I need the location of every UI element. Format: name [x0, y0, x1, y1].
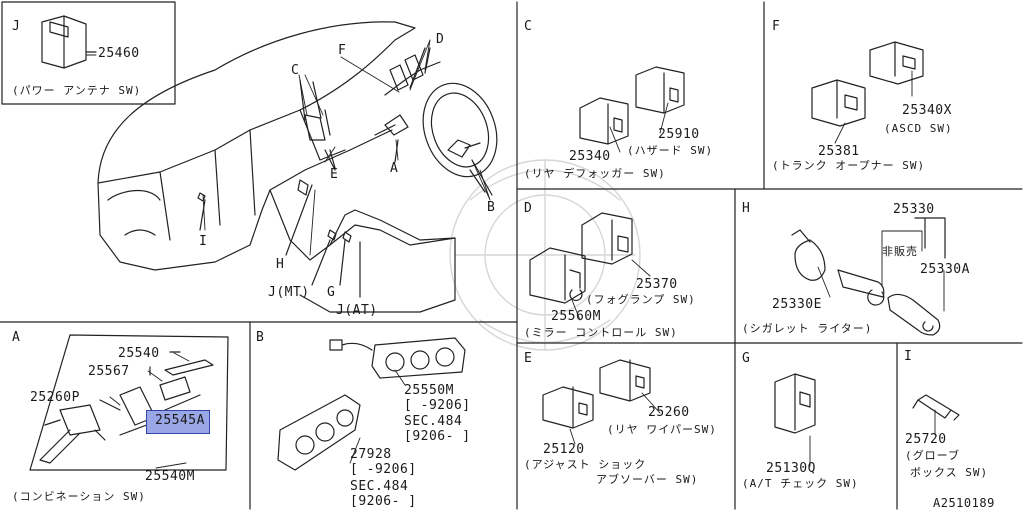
fog-mirror-switch-drawing — [529, 212, 633, 304]
part-number-25545a: 25545A — [155, 413, 205, 428]
part-number-25910: 25910 — [658, 127, 700, 142]
desc-glove-box-1: (グローブ — [905, 449, 960, 462]
part-number-25330a: 25330A — [920, 262, 970, 277]
part-number-25567: 25567 — [88, 364, 130, 379]
part-number-25540m: 25540M — [145, 469, 195, 484]
dash-label-d: D — [436, 32, 445, 47]
desc-combination-sw: (コンビネーション SW) — [12, 490, 146, 503]
dash-label-h: H — [276, 257, 285, 272]
part-number-25330e: 25330E — [772, 297, 822, 312]
sec-484-first: SEC.484 — [404, 414, 463, 429]
dash-label-b: B — [487, 200, 496, 215]
sec-484-second: SEC.484 — [350, 479, 409, 494]
section-letter-i: I — [904, 349, 913, 364]
range-25550m-after: [9206- ] — [404, 429, 471, 444]
heater-control-drawing — [277, 337, 466, 471]
hazard-defogger-switch-drawing — [579, 66, 685, 145]
wiper-shock-switch-drawing — [542, 359, 651, 429]
desc-adjust-shock-1: (アジャスト ショック — [524, 458, 647, 471]
desc-trunk-opener-sw: (トランク オープナー SW) — [772, 159, 926, 172]
dash-label-f: F — [338, 43, 347, 58]
desc-rear-defogger-sw: (リヤ デフォッガー SW) — [524, 167, 666, 180]
leader-lines — [85, 39, 945, 469]
part-number-25720: 25720 — [905, 432, 947, 447]
part-number-25260p: 25260P — [30, 390, 80, 405]
desc-ascd-sw: (ASCD SW) — [884, 122, 953, 135]
part-number-25550m: 25550M — [404, 383, 454, 398]
part-number-25370: 25370 — [636, 277, 678, 292]
diagram-code: A2510189 — [933, 496, 995, 510]
desc-hazard-sw: (ハザード SW) — [627, 144, 714, 157]
part-number-25340x: 25340X — [902, 103, 952, 118]
dashboard-drawing — [97, 21, 498, 313]
part-number-25540: 25540 — [118, 346, 160, 361]
desc-at-check-sw: (A/T チェック SW) — [742, 477, 859, 490]
part-number-25120: 25120 — [543, 442, 585, 457]
at-check-switch-drawing — [774, 373, 816, 434]
dash-label-e: E — [330, 167, 339, 182]
section-letter-c: C — [524, 19, 533, 34]
section-letter-b: B — [256, 330, 265, 345]
desc-power-antenna-sw: (パワー アンテナ SW) — [12, 84, 142, 97]
part-number-27928: 27928 — [350, 447, 392, 462]
part-number-25340: 25340 — [569, 149, 611, 164]
desc-mirror-control-sw: (ミラー コントロール SW) — [524, 326, 678, 339]
dash-label-c: C — [291, 63, 300, 78]
section-letter-g: G — [742, 351, 751, 366]
dash-label-j-mt: J(MT) — [268, 285, 310, 300]
desc-rear-wiper-sw: (リヤ ワイパーSW) — [607, 423, 717, 436]
dash-label-g: G — [327, 285, 336, 300]
part-number-25130q: 25130Q — [766, 461, 816, 476]
section-letter-h: H — [742, 201, 751, 216]
power-antenna-switch-drawing — [41, 15, 97, 69]
desc-glove-box-2: ボックス SW) — [910, 466, 989, 479]
section-letter-a: A — [12, 330, 21, 345]
range-27928-before: [ -9206] — [350, 462, 417, 477]
desc-cigarette-lighter: (シガレット ライター) — [742, 322, 873, 335]
section-letter-e: E — [524, 351, 533, 366]
dash-label-j-at: J(AT) — [336, 303, 378, 318]
watermark-emblem — [449, 159, 641, 351]
note-not-sold: 非販売 — [882, 245, 918, 258]
section-letter-d: D — [524, 201, 533, 216]
cigarette-lighter-drawing — [791, 217, 946, 336]
part-25545a-highlight — [146, 410, 210, 434]
desc-adjust-shock-2: アブソーバー SW) — [596, 473, 699, 486]
part-number-25381: 25381 — [818, 144, 860, 159]
part-number-25260: 25260 — [648, 405, 690, 420]
dash-label-a: A — [390, 161, 399, 176]
part-number-25330: 25330 — [893, 202, 935, 217]
glove-box-switch-drawing — [912, 394, 960, 421]
range-27928-after: [9206- ] — [350, 494, 417, 509]
desc-fog-lamp-sw: (フォグランプ SW) — [586, 293, 696, 306]
trunk-ascd-switch-drawing — [811, 41, 924, 127]
part-number-25560m: 25560M — [551, 309, 601, 324]
section-letter-j: J — [12, 19, 21, 34]
part-number-25460: 25460 — [98, 46, 140, 61]
range-25550m-before: [ -9206] — [404, 398, 471, 413]
dash-label-i: I — [199, 234, 208, 249]
section-letter-f: F — [772, 19, 781, 34]
